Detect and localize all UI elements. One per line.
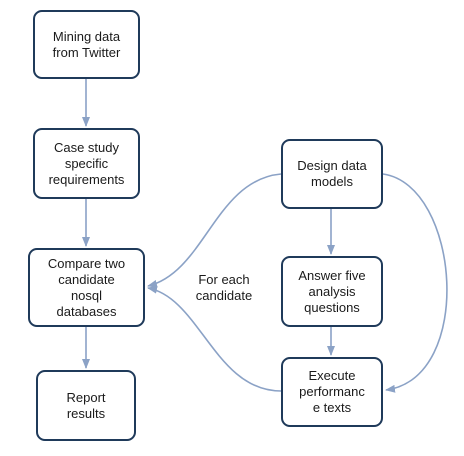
node-mining-data: Mining data from Twitter (33, 10, 140, 79)
arrow-design-to-execute (382, 173, 448, 393)
node-compare-databases: Compare two candidate nosql databases (28, 248, 145, 327)
node-report-results: Report results (36, 370, 136, 441)
edge-label-for-each-candidate: For each candidate (195, 272, 253, 303)
arrow-execute-to-compare (147, 285, 282, 392)
node-design-data-models: Design data models (281, 139, 383, 209)
node-case-study-requirements: Case study specific requirements (33, 128, 140, 199)
node-answer-questions: Answer five analysis questions (281, 256, 383, 327)
arrow-design-to-compare (147, 173, 282, 288)
node-execute-performance-tests: Execute performanc e texts (281, 357, 383, 427)
